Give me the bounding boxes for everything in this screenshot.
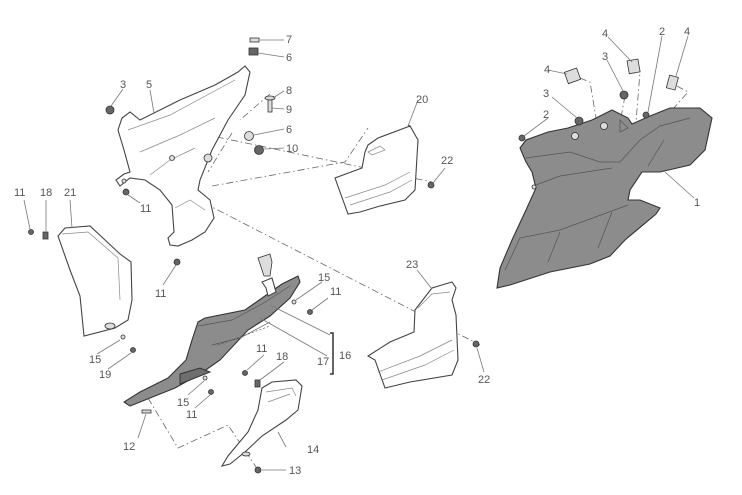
grommet-3-fairing-b[interactable] (574, 116, 584, 126)
callout-6[interactable]: 6 (286, 52, 292, 64)
callout-16[interactable]: 16 (339, 350, 351, 362)
callout-20[interactable]: 20 (416, 94, 428, 106)
callout-3[interactable]: 3 (602, 51, 608, 63)
callout-4[interactable]: 4 (602, 28, 608, 40)
screw-22-upper[interactable] (427, 181, 435, 189)
washer-15-tail-low[interactable] (202, 375, 208, 381)
pin-9[interactable] (267, 99, 273, 113)
callout-2[interactable]: 2 (543, 109, 549, 121)
bracket-tail[interactable] (257, 253, 273, 277)
callout-18[interactable]: 18 (276, 351, 288, 363)
callout-15[interactable]: 15 (177, 397, 189, 409)
callout-1[interactable]: 1 (694, 197, 700, 209)
callout-23[interactable]: 23 (406, 259, 418, 271)
callout-4[interactable]: 4 (684, 26, 690, 38)
screw-11-frame[interactable] (122, 188, 130, 196)
part-1-right-fairing[interactable] (496, 107, 713, 289)
clip-18-panel[interactable] (254, 379, 261, 388)
guide-line-tail-to-14 (147, 397, 259, 471)
callout-5[interactable]: 5 (146, 79, 152, 91)
screw-10[interactable] (254, 145, 264, 155)
part-14-lower-side-panel[interactable] (220, 379, 303, 467)
part-21-left-cover[interactable] (57, 225, 133, 337)
part-23-lower-cover[interactable] (366, 281, 459, 389)
screw-11-tail-top[interactable] (307, 309, 313, 315)
hardware (28, 37, 679, 474)
screw-13[interactable] (254, 466, 262, 474)
screw-11-frame-low[interactable] (173, 258, 181, 266)
guide-line-4b-fairing (632, 69, 641, 123)
callout-11[interactable]: 11 (155, 288, 166, 300)
washer-15-tail-top[interactable] (291, 299, 297, 305)
clip-4a[interactable] (563, 67, 582, 85)
callout-7[interactable]: 7 (286, 34, 292, 46)
screw-11-left[interactable] (28, 229, 34, 235)
clip-12[interactable] (141, 409, 152, 414)
screw-11-tail-low[interactable] (208, 389, 214, 395)
callout-14[interactable]: 14 (307, 444, 319, 456)
callout-18[interactable]: 18 (40, 187, 52, 199)
callout-11[interactable]: 11 (330, 286, 341, 298)
callout-2[interactable]: 2 (659, 26, 665, 38)
clip-18-left[interactable] (42, 231, 49, 240)
callout-13[interactable]: 13 (289, 465, 301, 477)
screw-19[interactable] (130, 347, 136, 353)
callout-8[interactable]: 8 (286, 85, 292, 97)
grommet-6-top[interactable] (248, 47, 259, 56)
callout-3[interactable]: 3 (120, 79, 126, 91)
callout-11[interactable]: 11 (256, 343, 267, 355)
callout-15[interactable]: 15 (89, 354, 101, 366)
clip-4b[interactable] (626, 58, 641, 75)
nut-2-fairing-a[interactable] (642, 111, 650, 119)
screw-22-lower[interactable] (472, 340, 480, 348)
nut-2-fairing-b[interactable] (518, 134, 526, 142)
clip-7[interactable] (249, 37, 260, 43)
callout-22[interactable]: 22 (478, 374, 490, 386)
bracket-16 (330, 332, 334, 375)
callout-3[interactable]: 3 (543, 88, 549, 100)
guide-line-frame-to-upper-cover (211, 127, 369, 187)
grommet-3-fairing-a[interactable] (619, 90, 629, 100)
callout-labels: 1 2 2 3 3 3 4 4 4 5 7 6 8 9 6 10 11 11 1… (14, 26, 700, 477)
part-16-tail-fairing[interactable] (122, 275, 301, 407)
callout-11[interactable]: 11 (140, 203, 151, 215)
guide-line-4a-fairing (579, 77, 601, 143)
callout-15[interactable]: 15 (318, 272, 330, 284)
screw-11-panel[interactable] (242, 370, 248, 376)
callout-11[interactable]: 11 (186, 409, 197, 421)
part-20-upper-cover[interactable] (334, 124, 419, 215)
grommet-3-frame[interactable] (105, 105, 115, 115)
callout-11[interactable]: 11 (14, 187, 25, 199)
clip-4c[interactable] (665, 74, 679, 91)
callout-22[interactable]: 22 (441, 155, 453, 167)
part-5-frame-cover[interactable] (115, 65, 251, 247)
callout-21[interactable]: 21 (64, 187, 76, 199)
washer-15-left[interactable] (120, 334, 126, 340)
callout-9[interactable]: 9 (286, 104, 292, 116)
callout-6[interactable]: 6 (286, 124, 292, 136)
callout-12[interactable]: 12 (123, 441, 135, 453)
callout-10[interactable]: 10 (286, 143, 298, 155)
callout-17[interactable]: 17 (317, 356, 329, 368)
leader-lines (23, 35, 695, 471)
callout-4[interactable]: 4 (544, 64, 550, 76)
callout-19[interactable]: 19 (99, 369, 111, 381)
grommet-6-mid[interactable] (244, 131, 254, 141)
